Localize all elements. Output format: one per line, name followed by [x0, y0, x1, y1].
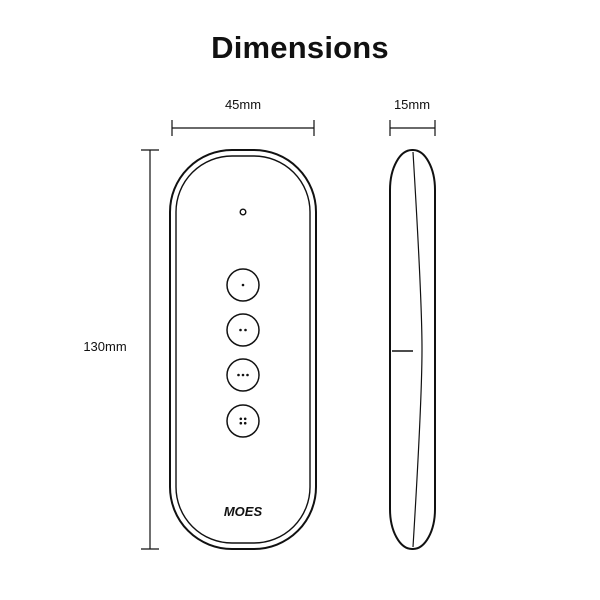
- depth-dimension-line: [389, 120, 436, 136]
- remote-inner-outline: [175, 155, 311, 544]
- brand-logo: MOES: [224, 504, 263, 519]
- one-dot-icon: [241, 283, 245, 287]
- remote-button-1[interactable]: [226, 268, 260, 302]
- four-dots-icon: [239, 417, 247, 425]
- remote-outer-outline: [169, 149, 317, 550]
- three-dots-icon: [237, 373, 249, 377]
- remote-front-view: [169, 149, 317, 550]
- side-inner-curve: [412, 151, 423, 548]
- height-dimension-line: [141, 149, 159, 550]
- side-outer-outline: [389, 149, 436, 550]
- two-dots-icon: [239, 328, 247, 332]
- remote-side-view: [389, 149, 436, 550]
- remote-button-4[interactable]: [226, 404, 260, 438]
- page-title: Dimensions: [211, 30, 389, 65]
- width-dimension-line: [171, 120, 315, 136]
- remote-button-3[interactable]: [226, 358, 260, 392]
- indicator-led-icon: [239, 208, 247, 216]
- width-dimension-label: 45mm: [224, 97, 262, 112]
- depth-dimension-label: 15mm: [393, 97, 431, 112]
- remote-button-2[interactable]: [226, 313, 260, 347]
- height-dimension-label: 130mm: [83, 339, 127, 354]
